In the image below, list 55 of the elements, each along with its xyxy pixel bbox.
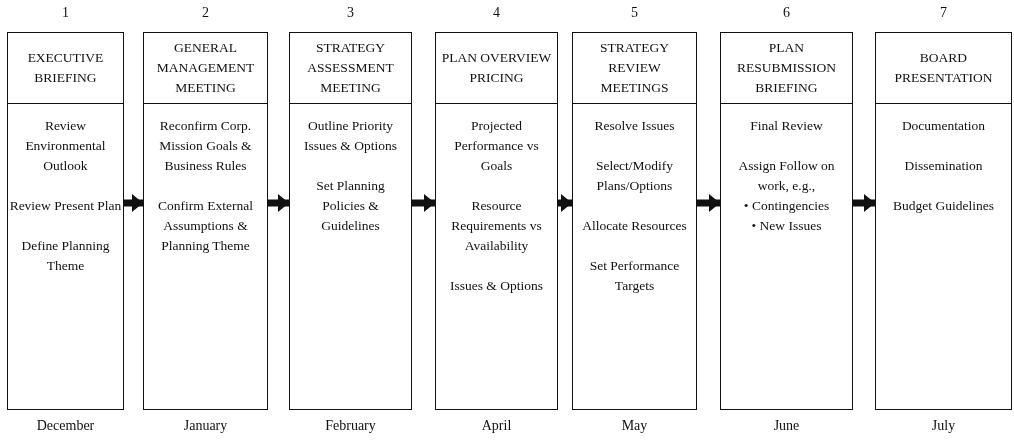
stage-box	[572, 32, 697, 410]
activity-text: Confirm External Assumptions & Planning Theme	[157, 197, 254, 255]
activity-text: Budget Guidelines	[893, 197, 994, 215]
arrow	[124, 197, 143, 209]
step-number: 4	[492, 5, 501, 21]
activity-text: Dissemination	[904, 157, 983, 175]
activity-text: Documentation	[901, 117, 986, 135]
step-number: 7	[939, 5, 948, 21]
activity-text: Review Environmental Outlook	[24, 117, 107, 175]
step-number: 1	[61, 5, 70, 21]
stage-box	[7, 32, 124, 410]
activity-text: Set Planning Policies & Guidelines	[315, 177, 386, 235]
arrow	[558, 197, 572, 209]
month-label: May	[620, 418, 649, 434]
stage-heading: GENERAL MANAGEMENT MEETING	[155, 39, 256, 97]
stage-heading: PLAN OVERVIEW PRICING	[440, 49, 553, 87]
arrow	[853, 197, 875, 209]
arrow	[412, 197, 435, 209]
activity-text: • Contingencies	[743, 197, 830, 215]
activity-text: • New Issues	[751, 217, 822, 235]
month-label: April	[480, 418, 513, 434]
activity-text: Set Performance Targets	[588, 257, 681, 295]
activity-text: Final Review	[750, 117, 823, 135]
activity-text: Define Planning Theme	[20, 237, 111, 275]
activity-text: Outline Priority Issues & Options	[303, 117, 398, 155]
step-number: 3	[346, 5, 355, 21]
activity-text: Resource Requirements vs Availability	[450, 197, 543, 255]
stage-box	[289, 32, 412, 410]
month-label: June	[772, 418, 801, 434]
activity-text: Reconfirm Corp. Mission Goals & Business Rules	[158, 117, 253, 175]
stage-box	[143, 32, 268, 410]
stage-heading: STRATEGY REVIEW MEETINGS	[599, 39, 670, 97]
month-label: January	[182, 418, 229, 434]
step-number: 2	[201, 5, 210, 21]
activity-text: Resolve Issues	[594, 117, 675, 135]
month-label: February	[324, 418, 377, 434]
stage-heading: STRATEGY ASSESSMENT MEETING	[306, 39, 395, 97]
activity-text: Projected Performance vs Goals	[453, 117, 540, 175]
stage-heading: EXECUTIVE BRIEFING	[26, 49, 105, 87]
stage-heading: PLAN RESUBMISSION BRIEFING	[736, 39, 837, 97]
activity-text: Allocate Resources	[582, 217, 687, 235]
month-label: December	[35, 418, 96, 434]
activity-text: Assign Follow on work, e.g.,	[737, 157, 836, 195]
activity-text: Issues & Options	[450, 277, 543, 295]
arrow	[268, 197, 289, 209]
step-number: 6	[782, 5, 791, 21]
arrow	[697, 197, 720, 209]
stage-box	[875, 32, 1012, 410]
stage-box	[720, 32, 853, 410]
stage-box	[435, 32, 558, 410]
activity-text: Select/Modify Plans/Options	[594, 157, 675, 195]
month-label: July	[930, 418, 957, 434]
step-number: 5	[630, 5, 639, 21]
activity-text: Review Present Plan	[9, 197, 122, 215]
stage-heading: BOARD PRESENTATION	[893, 49, 994, 87]
